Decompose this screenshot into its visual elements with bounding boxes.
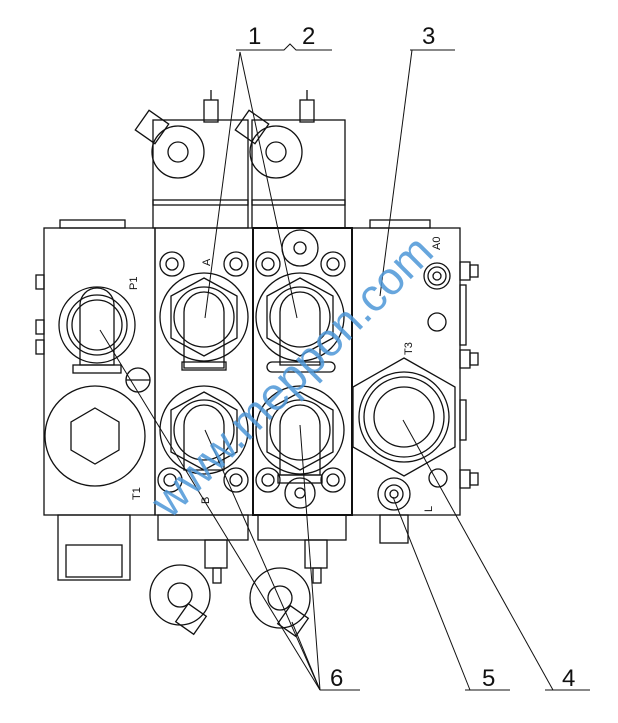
callout-5: 5: [482, 665, 495, 692]
port-label-t3: T3: [403, 342, 415, 355]
callout-3: 3: [422, 23, 435, 50]
callout-6: 6: [330, 665, 343, 692]
port-label-a0: A0: [431, 237, 443, 250]
spool-section-1: [134, 90, 254, 636]
right-outlet-block: [351, 219, 479, 544]
port-label-a: A: [201, 258, 213, 266]
watermark: www.meppon.com: [140, 225, 443, 528]
left-inlet-block: [35, 219, 156, 581]
spool-section-2: [234, 90, 353, 638]
port-label-b: B: [200, 497, 212, 504]
callout-2: 2: [302, 23, 315, 50]
leader-lines: [99, 43, 590, 691]
callout-4: 4: [562, 665, 575, 692]
port-label-t1: T1: [131, 487, 143, 500]
port-label-p1: P1: [128, 277, 140, 290]
port-label-l: L: [423, 506, 435, 512]
callout-1: 1: [248, 23, 261, 50]
